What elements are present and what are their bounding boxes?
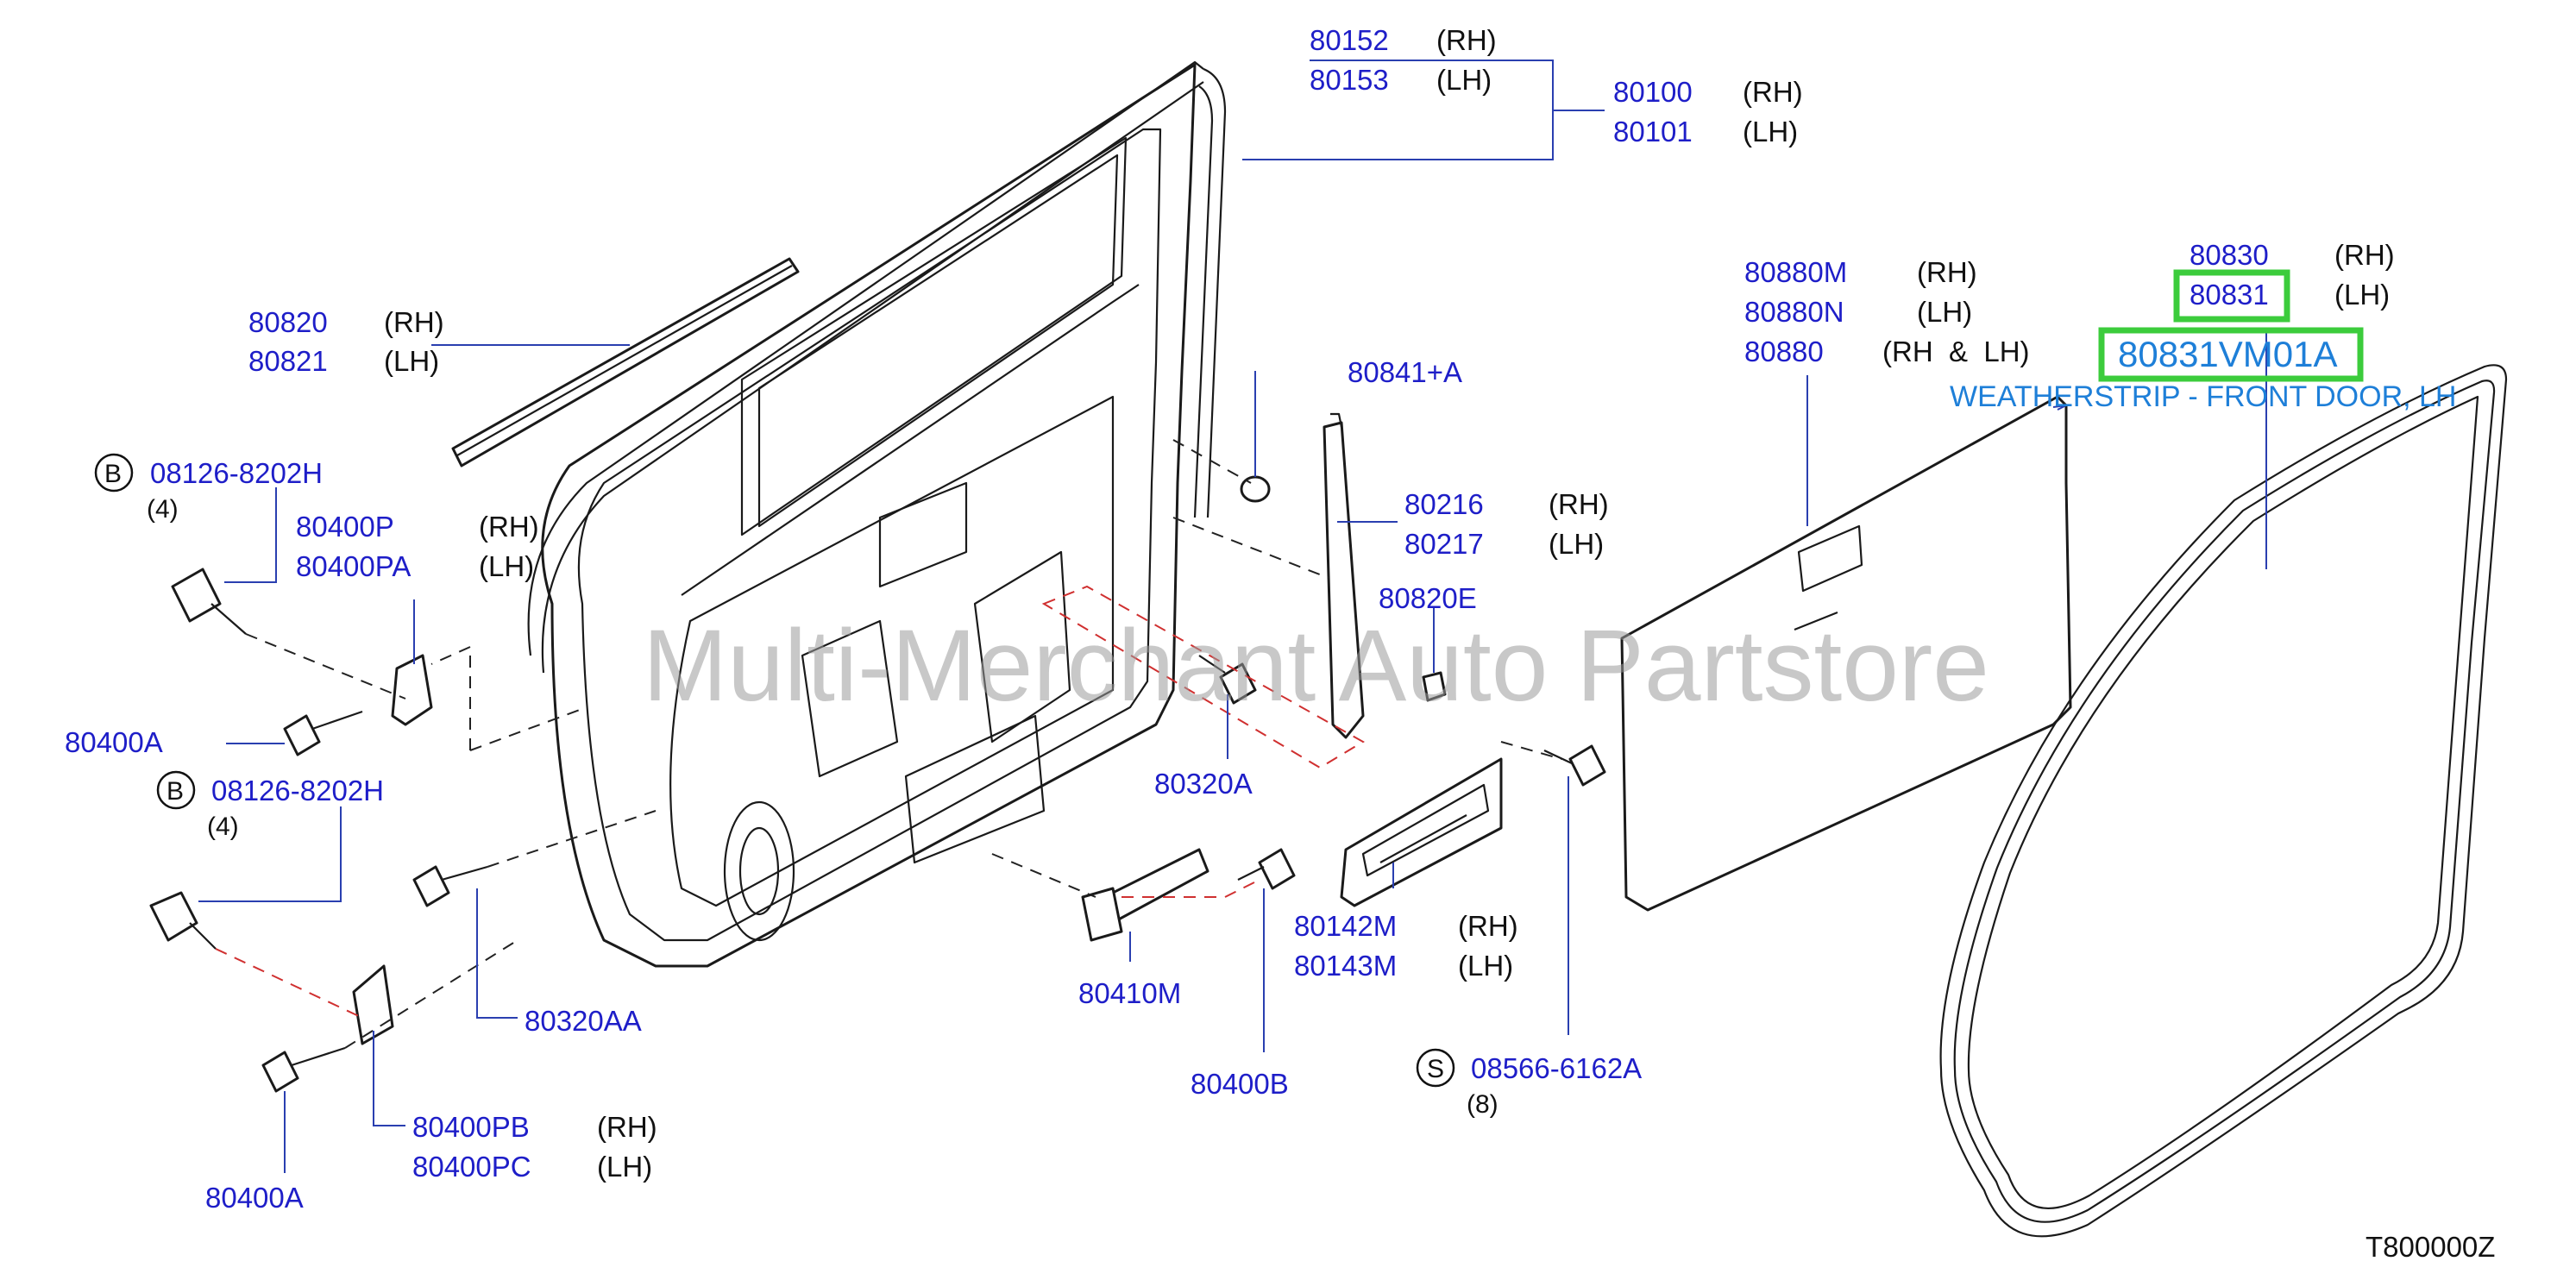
label-80841A[interactable]: 80841+A: [1348, 356, 1462, 388]
side-lh: (LH): [2334, 279, 2390, 311]
circle-s-text: S: [1427, 1055, 1444, 1083]
label-80217[interactable]: 80217: [1404, 528, 1484, 560]
outer-belt-moulding: [451, 257, 800, 467]
side-lh: (LH): [1458, 950, 1513, 982]
qty-8: (8): [1467, 1090, 1498, 1119]
circle-b-1-text: B: [104, 460, 122, 488]
label-80142M[interactable]: 80142M: [1294, 910, 1397, 942]
upper-hinge: [391, 654, 433, 726]
leader-lines: [198, 60, 2267, 1173]
bolts: [149, 568, 1606, 1093]
side-lh: (LH): [597, 1151, 652, 1183]
label-80880N[interactable]: 80880N: [1744, 296, 1844, 328]
label-80400A-upper[interactable]: 80400A: [65, 726, 163, 758]
label-80831[interactable]: 80831: [2190, 279, 2269, 311]
label-80320A[interactable]: 80320A: [1154, 768, 1253, 800]
label-80400B[interactable]: 80400B: [1191, 1068, 1289, 1100]
side-lh: (LH): [1549, 528, 1604, 560]
side-rh-and-lh: (RH & LH): [1882, 336, 2030, 367]
label-80820[interactable]: 80820: [248, 306, 328, 338]
label-80153[interactable]: 80153: [1310, 64, 1389, 96]
highlighted-part: 80831VM01A WEATHERSTRIP - FRONT DOOR, LH: [1950, 269, 2456, 413]
side-lh: (LH): [479, 550, 534, 582]
front-door-panel: [541, 63, 1197, 968]
side-rh: (RH): [1743, 76, 1803, 108]
side-rh: (RH): [1917, 256, 1977, 288]
label-80400PB[interactable]: 80400PB: [412, 1111, 530, 1143]
highlight-box-part-number: [2098, 327, 2364, 382]
side-lh: (LH): [384, 345, 439, 377]
clip: [1422, 671, 1447, 702]
diagram-reference: T800000Z: [2366, 1231, 2495, 1263]
label-80400PC[interactable]: 80400PC: [412, 1151, 531, 1183]
sash-strip: [1323, 412, 1365, 739]
label-08566-6162A[interactable]: 08566-6162A: [1471, 1052, 1642, 1084]
label-80821[interactable]: 80821: [248, 345, 328, 377]
label-80100[interactable]: 80100: [1613, 76, 1693, 108]
watermark: Multi-Merchant Auto Partstore: [643, 609, 1989, 723]
highlighted-part-number[interactable]: 80831VM01A: [2118, 334, 2338, 374]
label-80101[interactable]: 80101: [1613, 116, 1693, 147]
side-rh: (RH): [597, 1111, 657, 1143]
label-80820E[interactable]: 80820E: [1379, 582, 1477, 614]
side-lh: (LH): [1743, 116, 1798, 147]
side-rh: (RH): [1458, 910, 1518, 942]
label-80320AA[interactable]: 80320AA: [525, 1005, 642, 1037]
label-80152[interactable]: 80152: [1310, 24, 1389, 56]
door-trim-panel: [1620, 395, 2072, 912]
label-80880[interactable]: 80880: [1744, 336, 1824, 367]
circle-b-1: [94, 453, 134, 493]
circle-b-2-text: B: [166, 777, 184, 806]
side-rh: (RH): [384, 306, 444, 338]
inside-handle: [1340, 757, 1503, 907]
circle-b-2: [156, 770, 196, 810]
label-80830[interactable]: 80830: [2190, 239, 2269, 271]
side-lh: (LH): [1436, 64, 1492, 96]
part-labels: 80152 (RH) 80153 (LH) 80100 (RH) 80101 (…: [65, 24, 2395, 1214]
label-80216[interactable]: 80216: [1404, 488, 1484, 520]
label-80880M[interactable]: 80880M: [1744, 256, 1847, 288]
side-rh: (RH): [2334, 239, 2395, 271]
side-rh: (RH): [1549, 488, 1609, 520]
label-80400P[interactable]: 80400P: [296, 511, 394, 543]
qty-4-lower: (4): [207, 813, 239, 841]
circle-s: [1416, 1048, 1455, 1088]
label-08126-8202H-upper[interactable]: 08126-8202H: [150, 457, 323, 489]
qty-4-upper: (4): [147, 495, 179, 524]
door-weatherstrip: [1939, 364, 2508, 1238]
highlighted-part-description: WEATHERSTRIP - FRONT DOOR, LH: [1950, 380, 2456, 413]
label-08126-8202H-lower[interactable]: 08126-8202H: [211, 775, 384, 806]
label-80410M[interactable]: 80410M: [1078, 977, 1181, 1009]
door-check-link: [1081, 848, 1209, 942]
door-sash-seal: [527, 60, 1227, 674]
label-80400A-lower[interactable]: 80400A: [205, 1182, 304, 1214]
label-80400PA[interactable]: 80400PA: [296, 550, 411, 582]
side-lh: (LH): [1917, 296, 1972, 328]
side-rh: (RH): [479, 511, 539, 543]
highlight-box-80831: [2173, 269, 2290, 323]
label-80143M[interactable]: 80143M: [1294, 950, 1397, 982]
side-rh: (RH): [1436, 24, 1497, 56]
